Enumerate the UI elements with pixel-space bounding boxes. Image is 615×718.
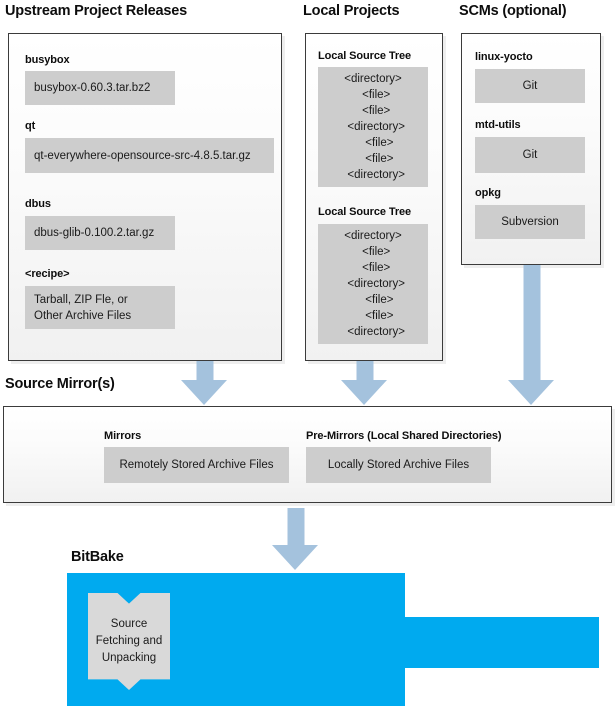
upstream-item-value-qt: qt-everywhere-opensource-src-4.8.5.tar.g… — [25, 138, 274, 173]
heading-upstream-project-releases: Upstream Project Releases — [5, 3, 187, 19]
upstream-item-label-busybox: busybox — [25, 54, 70, 66]
tree-row: <directory> — [341, 278, 405, 290]
mirrors-value: Remotely Stored Archive Files — [104, 447, 289, 483]
pre-mirrors-label: Pre-Mirrors (Local Shared Directories) — [306, 430, 502, 442]
local-tree-label-2: Local Source Tree — [318, 206, 412, 218]
heading-bitbake: BitBake — [71, 549, 124, 565]
pre-mirrors-value: Locally Stored Archive Files — [306, 447, 491, 483]
mirrors-label: Mirrors — [104, 430, 142, 442]
upstream-item-label-qt: qt — [25, 120, 36, 132]
scm-item-label-mtd-utils: mtd-utils — [475, 119, 521, 131]
arrow-scms-to-source-mirrors — [508, 265, 555, 405]
local-tree-label-1: Local Source Tree — [318, 50, 412, 62]
scm-item-value-linux-yocto: Git — [475, 69, 585, 103]
upstream-item-value-dbus: dbus-glib-0.100.2.tar.gz — [25, 216, 175, 250]
tree-row: <file> — [352, 294, 394, 306]
tree-row: <directory> — [344, 230, 402, 242]
tree-row: <directory> — [341, 121, 405, 133]
bitbake-task-source-fetching-and-unpacking: Source Fetching and Unpacking — [88, 593, 170, 690]
tree-row: <file> — [355, 262, 391, 274]
heading-scms: SCMs (optional) — [459, 3, 567, 19]
heading-local-projects: Local Projects — [303, 3, 400, 19]
upstream-item-label-dbus: dbus — [25, 198, 51, 210]
heading-source-mirrors: Source Mirror(s) — [5, 376, 115, 392]
scm-item-value-mtd-utils: Git — [475, 137, 585, 173]
tree-row: <file> — [352, 137, 394, 149]
local-source-tree-1: <directory> <file> <file> <directory> <f… — [318, 67, 428, 187]
bitbake-task-line-3: Unpacking — [101, 652, 157, 664]
tree-row: <directory> — [341, 326, 405, 338]
tree-row: <directory> — [341, 169, 405, 181]
recipe-value-line-1: Tarball, ZIP Fle, or — [34, 294, 128, 306]
upstream-item-value-recipe: Tarball, ZIP Fle, or Other Archive Files — [25, 286, 175, 329]
bitbake-task-line-2: Fetching and — [95, 635, 163, 647]
arrow-local-projects-to-source-mirrors — [341, 361, 388, 405]
upstream-item-label-recipe: <recipe> — [25, 268, 70, 280]
bitbake-task-line-1: Source — [110, 618, 148, 630]
scm-item-value-opkg: Subversion — [475, 205, 585, 239]
scm-item-label-linux-yocto: linux-yocto — [475, 51, 533, 63]
bitbake-task-text: Source Fetching and Unpacking — [88, 616, 170, 667]
tree-row: <file> — [352, 310, 394, 322]
tree-row: <file> — [355, 89, 391, 101]
recipe-value-line-2: Other Archive Files — [34, 310, 132, 322]
local-source-tree-2: <directory> <file> <file> <directory> <f… — [318, 224, 428, 344]
scm-item-label-opkg: opkg — [475, 187, 501, 199]
arrow-upstream-to-source-mirrors — [181, 361, 228, 405]
bitbake-tail-block — [405, 617, 599, 668]
arrow-source-mirrors-to-bitbake — [272, 508, 319, 570]
tree-row: <file> — [355, 246, 391, 258]
tree-row: <file> — [355, 105, 391, 117]
tree-row: <directory> — [344, 73, 402, 85]
tree-row: <file> — [352, 153, 394, 165]
upstream-item-value-busybox: busybox-0.60.3.tar.bz2 — [25, 71, 175, 105]
